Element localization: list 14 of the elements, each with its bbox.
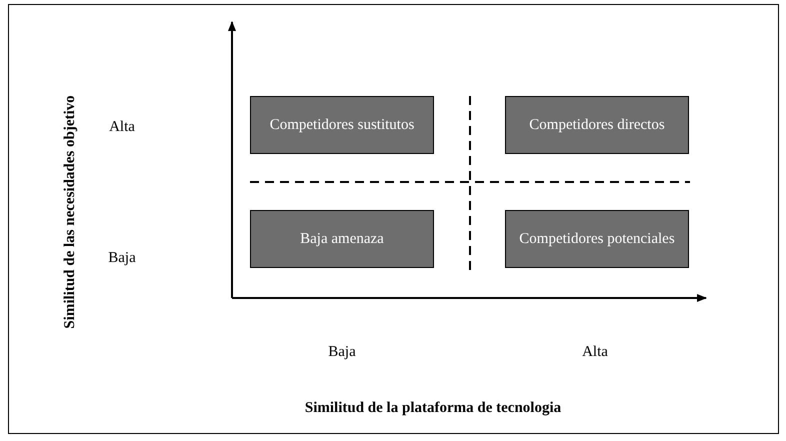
axis-tick-label: Baja bbox=[327, 343, 357, 361]
quadrant-box bbox=[250, 210, 434, 268]
axis-title: Similitud de las necesidades objetivo bbox=[61, 94, 79, 331]
axis-tick-label: Alta bbox=[581, 343, 609, 361]
box-text: Competidores potenciales bbox=[519, 230, 675, 248]
quadrant-box bbox=[505, 96, 689, 154]
axis-tick-label: Alta bbox=[108, 118, 136, 136]
box-text: Competidores directos bbox=[529, 116, 665, 134]
box-text: Baja amenaza bbox=[300, 230, 384, 248]
box-text: Competidores sustitutos bbox=[270, 116, 414, 134]
axis-title: Similitud de la plataforma de tecnologia bbox=[304, 399, 562, 417]
axis-tick-label: Baja bbox=[107, 249, 137, 267]
quadrant-box bbox=[505, 210, 689, 268]
quadrant-box bbox=[250, 96, 434, 154]
